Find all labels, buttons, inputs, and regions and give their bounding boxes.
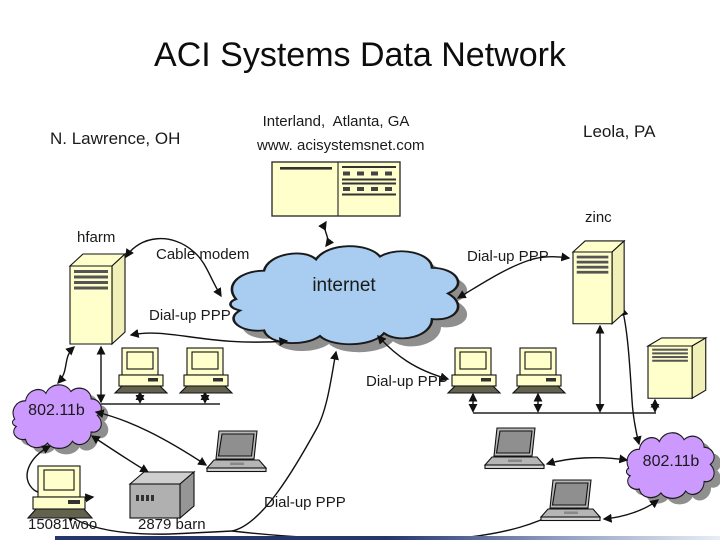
hfarm-label: hfarm bbox=[77, 229, 116, 246]
dialup-label-remote: Dial-up PPP bbox=[264, 494, 346, 511]
slide-footer-bar bbox=[55, 536, 720, 540]
wifi-laptop-r2-link bbox=[602, 499, 660, 523]
dialup-label-zinc: Dial-up PPP bbox=[467, 248, 549, 265]
hfarm-wifi-link bbox=[57, 346, 75, 384]
zinc-server-icon bbox=[572, 240, 625, 325]
wifi-laptop-left-link bbox=[94, 409, 208, 466]
rack-server-icon bbox=[271, 161, 401, 217]
wifi-left-label: 802.11b bbox=[28, 402, 85, 419]
zinc-label: zinc bbox=[585, 209, 612, 226]
page-title: ACI Systems Data Network bbox=[154, 36, 566, 74]
barn-label: 2879 barn bbox=[138, 516, 206, 533]
desktop-icon-1 bbox=[114, 347, 168, 394]
desktop-dialup-link bbox=[377, 334, 450, 382]
dialup-label-desktop: Dial-up PPP bbox=[366, 373, 448, 390]
hub-icon bbox=[128, 470, 196, 520]
zinc-dialup-link bbox=[456, 252, 571, 299]
dialup-label-hfarm: Dial-up PPP bbox=[149, 307, 231, 324]
wifi-barn-link bbox=[90, 435, 150, 473]
desktop-icon-2 bbox=[179, 347, 233, 394]
server-tower-icon bbox=[647, 337, 707, 399]
cable-modem-label: Cable modem bbox=[156, 246, 250, 263]
laptop-icon-right1 bbox=[484, 427, 545, 470]
hosting-url: www. acisystemsnet.com bbox=[257, 137, 425, 154]
workstation-label: 15081woo bbox=[28, 516, 98, 533]
zinc-wifi-link bbox=[619, 306, 642, 446]
desktop-icon-3 bbox=[447, 347, 501, 394]
internet-cloud-label: internet bbox=[312, 275, 376, 296]
hfarm-server-icon bbox=[69, 253, 126, 345]
wifi-laptop-r1-link bbox=[545, 454, 629, 467]
rack-internet-link bbox=[318, 220, 335, 248]
site-label-hosting: Interland, Atlanta, GA bbox=[262, 113, 410, 130]
laptop-icon-left bbox=[206, 430, 267, 473]
workstation-icon bbox=[27, 465, 93, 519]
hfarm-dialup-link bbox=[129, 329, 289, 347]
wifi-right-label: 802.11b bbox=[642, 453, 700, 470]
desktop-icon-4 bbox=[512, 347, 566, 394]
site-label-right: Leola, PA bbox=[583, 122, 656, 141]
site-label-left: N. Lawrence, OH bbox=[50, 129, 181, 148]
cable-modem-link bbox=[125, 238, 222, 298]
laptop-icon-right2 bbox=[540, 479, 601, 522]
